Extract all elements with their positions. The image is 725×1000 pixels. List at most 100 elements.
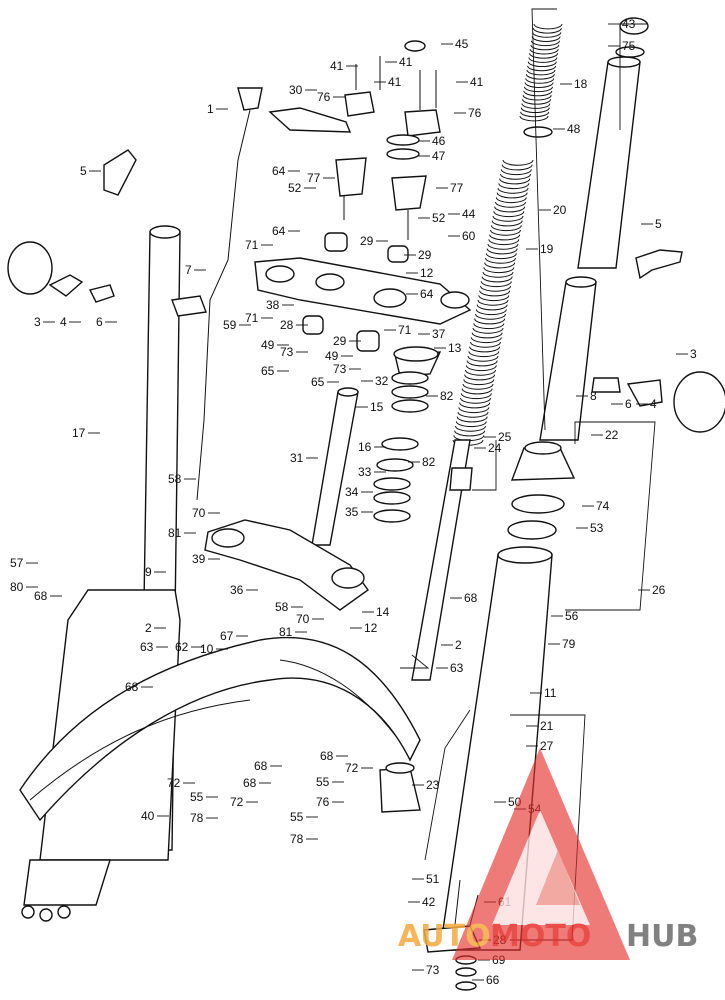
part-label: 82 — [440, 389, 454, 403]
part-label: 32 — [375, 374, 389, 388]
part-label: 2 — [145, 621, 152, 635]
part-label: 73 — [280, 345, 294, 359]
part-label: 44 — [462, 207, 476, 221]
part-label: 56 — [565, 609, 579, 623]
part-label: 68 — [243, 776, 257, 790]
part-label: 71 — [245, 238, 259, 252]
part-label: 1 — [207, 102, 214, 116]
part-label: 58 — [275, 600, 289, 614]
part-label: 27 — [540, 739, 554, 753]
part-label: 22 — [605, 428, 619, 442]
part-label: 47 — [432, 149, 446, 163]
part-label: 68 — [34, 589, 48, 603]
part-label: 40 — [141, 809, 155, 823]
part-label: 68 — [254, 759, 268, 773]
part-label: 65 — [261, 364, 275, 378]
steering-stem — [204, 371, 429, 611]
part-label: 76 — [317, 90, 331, 104]
part-label: 64 — [272, 224, 286, 238]
part-label: 17 — [72, 426, 86, 440]
part-label: 24 — [488, 441, 502, 455]
part-label: 12 — [420, 266, 434, 280]
part-label: 81 — [168, 526, 182, 540]
part-label: 81 — [279, 625, 293, 639]
part-label: 13 — [448, 341, 462, 355]
part-label: 23 — [426, 778, 440, 792]
part-label: 29 — [418, 248, 432, 262]
watermark-text-hub: HUB — [626, 919, 698, 954]
part-label: 34 — [345, 485, 359, 499]
part-label: 41 — [388, 75, 402, 89]
part-label: 65 — [311, 375, 325, 389]
part-label: 72 — [345, 761, 359, 775]
part-label: 11 — [544, 686, 557, 700]
left-fork-tube — [21, 225, 181, 922]
part-label: 5 — [80, 164, 87, 178]
part-label: 19 — [540, 242, 554, 256]
fork-spring-19 — [452, 159, 534, 446]
part-label: 15 — [370, 400, 384, 414]
right-reflector — [591, 249, 725, 433]
part-label: 25 — [498, 430, 512, 444]
part-label: 55 — [290, 810, 304, 824]
part-label: 82 — [422, 455, 436, 469]
part-label: 49 — [261, 338, 275, 352]
part-label: 52 — [288, 181, 302, 195]
part-label: 29 — [333, 334, 347, 348]
part-label: 59 — [223, 318, 237, 332]
part-label: 5 — [655, 217, 662, 231]
part-label: 21 — [540, 719, 554, 733]
part-label: 68 — [464, 591, 478, 605]
part-label: 76 — [316, 795, 330, 809]
part-label: 8 — [590, 389, 597, 403]
watermark-text-auto: AUTO — [398, 919, 491, 954]
part-label: 12 — [364, 621, 378, 635]
part-label: 68 — [320, 749, 334, 763]
part-label: 30 — [289, 83, 303, 97]
part-label: 36 — [230, 583, 244, 597]
part-label: 35 — [345, 505, 359, 519]
part-label: 4 — [60, 315, 67, 329]
part-label: 78 — [190, 811, 204, 825]
part-label: 67 — [220, 629, 234, 643]
part-label: 49 — [325, 349, 339, 363]
part-label: 60 — [462, 229, 476, 243]
part-label: 3 — [690, 347, 697, 361]
cable — [196, 87, 263, 501]
watermark-logo: AUTO MOTO HUB — [398, 748, 698, 960]
part-label: 71 — [398, 323, 412, 337]
part-label: 75 — [622, 39, 636, 53]
part-label: 6 — [96, 315, 103, 329]
part-label: 71 — [245, 311, 259, 325]
part-label: 70 — [192, 506, 206, 520]
part-label: 53 — [590, 521, 604, 535]
part-label: 63 — [140, 640, 154, 654]
part-label: 55 — [190, 790, 204, 804]
part-label: 9 — [145, 565, 152, 579]
part-label: 52 — [432, 211, 446, 225]
part-label: 6 — [625, 397, 632, 411]
part-label: 79 — [562, 637, 576, 651]
front-fender — [19, 636, 421, 822]
part-label: 62 — [175, 640, 189, 654]
part-label: 4 — [650, 397, 657, 411]
part-label: 41 — [470, 75, 484, 89]
part-label: 43 — [622, 17, 636, 31]
top-bridge — [254, 257, 472, 377]
part-label: 28 — [280, 318, 294, 332]
part-label: 29 — [360, 234, 374, 248]
part-label: 74 — [596, 499, 610, 513]
part-label: 18 — [574, 77, 588, 91]
part-label: 73 — [426, 963, 440, 977]
part-label: 70 — [296, 612, 310, 626]
part-label: 42 — [422, 895, 436, 909]
part-label: 33 — [358, 465, 372, 479]
part-label: 51 — [426, 872, 440, 886]
part-label: 58 — [168, 472, 182, 486]
part-label: 48 — [567, 122, 581, 136]
part-label: 20 — [553, 203, 567, 217]
part-label: 38 — [266, 298, 280, 312]
part-label: 64 — [272, 164, 286, 178]
part-label: 41 — [330, 59, 344, 73]
